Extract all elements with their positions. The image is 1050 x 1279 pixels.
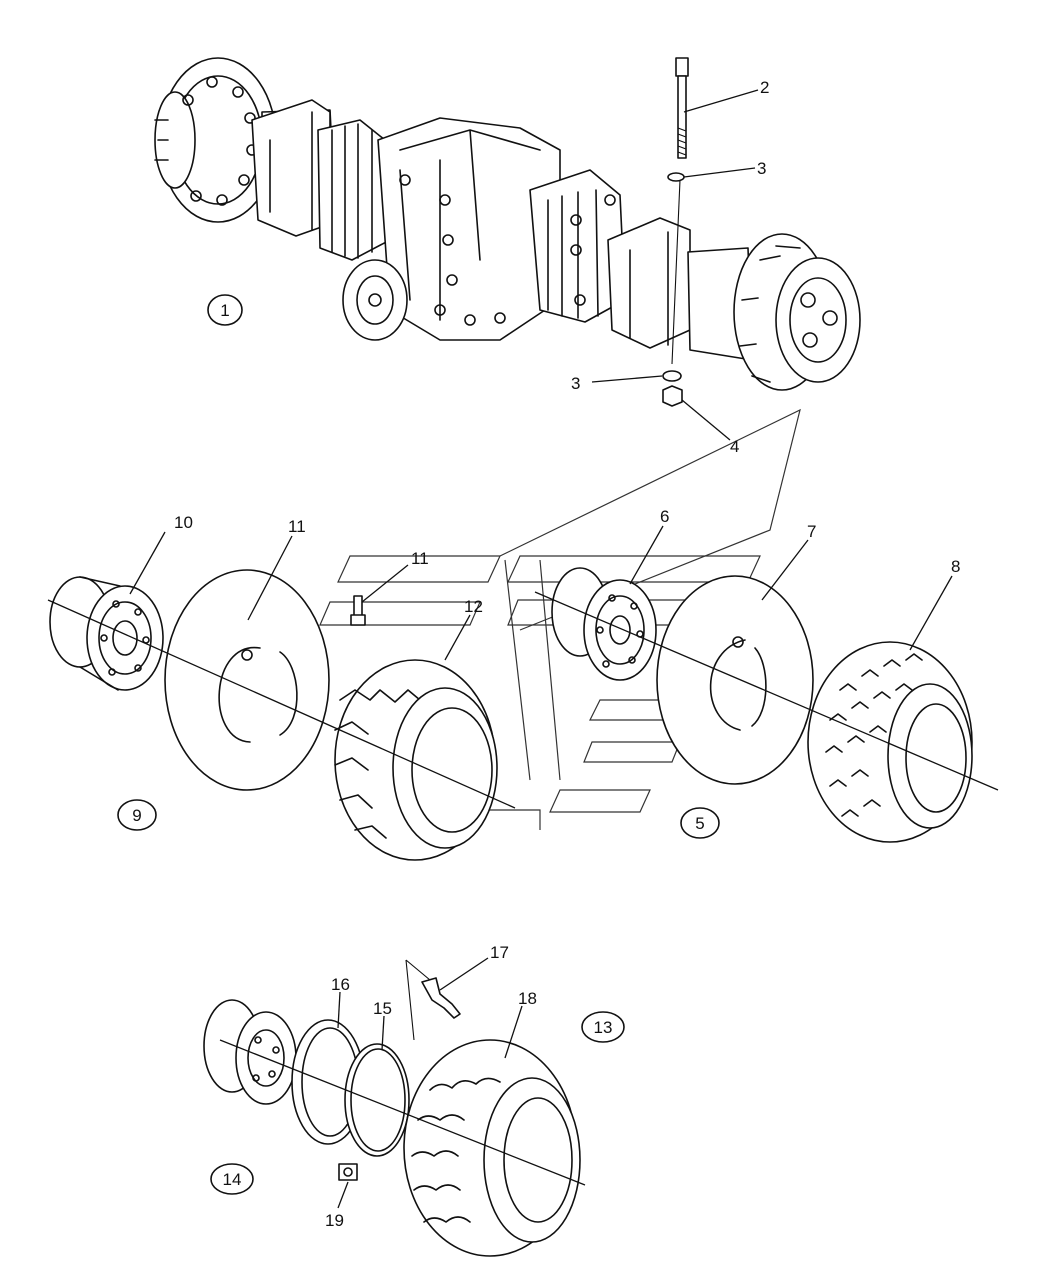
nut	[662, 385, 683, 407]
group-badge-9: 9	[117, 799, 157, 831]
callout-3-upper: 3	[757, 159, 766, 178]
leader-lines	[129, 89, 953, 1209]
right-hub-cap	[775, 257, 861, 383]
o-ring-15	[344, 1043, 410, 1157]
group-badge-13: 13	[581, 1011, 625, 1043]
tire-8	[807, 641, 973, 843]
assembly-axis-14	[219, 1039, 586, 1186]
valve-elbow-17	[405, 959, 461, 1041]
group-badge-1: 1	[207, 294, 243, 326]
assembly-axis-5	[534, 591, 999, 791]
svg-text:14: 14	[223, 1170, 242, 1189]
callout-3-lower: 3	[571, 374, 580, 393]
callout-18: 18	[518, 989, 537, 1008]
axle-assembly	[154, 57, 861, 391]
left-hub-face	[154, 91, 196, 189]
valve-11	[350, 595, 366, 626]
wheel-rim-6	[551, 567, 657, 681]
callout-15: 15	[373, 999, 392, 1018]
callout-16: 16	[331, 975, 350, 994]
group-badge-5: 5	[680, 807, 720, 839]
mounting-bolt	[675, 57, 689, 159]
callout-12: 12	[464, 597, 483, 616]
inner-tube-11	[164, 569, 330, 791]
svg-text:5: 5	[695, 814, 704, 833]
tire-18	[403, 1039, 581, 1257]
input-flange	[342, 259, 408, 341]
callout-6: 6	[660, 507, 669, 526]
tractor-tire-12	[334, 659, 498, 861]
svg-text:1: 1	[220, 301, 229, 320]
wheel-rim-10	[49, 576, 164, 691]
clip-19	[338, 1163, 358, 1181]
svg-text:9: 9	[132, 806, 141, 825]
callout-8: 8	[951, 557, 960, 576]
lower-washer	[662, 370, 682, 382]
group-badge-14: 14	[210, 1163, 254, 1195]
inner-tube-7	[656, 575, 814, 785]
callout-11-valve: 11	[411, 549, 429, 568]
callout-10: 10	[174, 513, 193, 532]
svg-text:13: 13	[594, 1018, 613, 1037]
callout-7: 7	[807, 522, 816, 541]
callout-11-tube: 11	[288, 517, 306, 536]
upper-washer	[667, 172, 685, 182]
callout-19: 19	[325, 1211, 344, 1230]
callout-4: 4	[730, 437, 739, 456]
assembly-axis-9	[47, 599, 516, 809]
callout-2: 2	[760, 78, 769, 97]
callout-17: 17	[490, 943, 509, 962]
